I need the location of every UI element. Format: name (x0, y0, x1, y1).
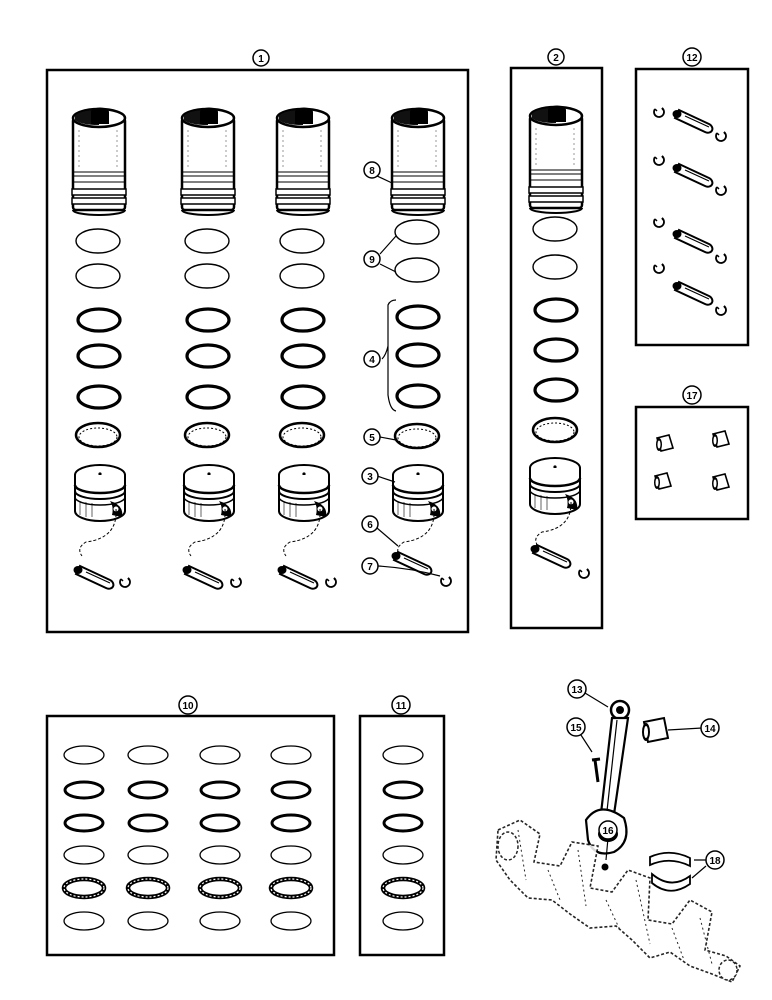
piston (391, 463, 445, 523)
bushing (655, 434, 674, 452)
kit-10-panel (45, 714, 336, 957)
callout-18: 18 (705, 850, 725, 870)
crankshaft (495, 819, 742, 984)
callout-leaders (374, 174, 707, 879)
cylinder-sleeve (527, 104, 585, 215)
bearing-inserts (649, 851, 691, 892)
piston (182, 463, 236, 523)
kit-1-column-1 (70, 106, 131, 590)
callout-15: 15 (566, 717, 586, 737)
cylinder-sleeve (389, 106, 447, 217)
callout-17-label: 17 (686, 391, 698, 402)
callout-11-label: 11 (396, 701, 407, 712)
callout-10-label: 10 (182, 701, 194, 712)
callout-2: 2 (547, 48, 565, 66)
callout-6: 6 (361, 515, 379, 533)
callout-11: 11 (391, 695, 411, 715)
callout-14: 14 (700, 718, 720, 738)
piston (277, 463, 331, 523)
kit-1-column-3 (274, 106, 337, 590)
callout-2-label: 2 (553, 53, 559, 64)
piston (73, 463, 127, 523)
callout-16: 16 (598, 820, 618, 840)
callout-10: 10 (178, 695, 198, 715)
bushing (653, 472, 672, 490)
callout-12: 12 (682, 47, 702, 67)
callout-16-label: 16 (602, 826, 614, 837)
callout-5-label: 5 (369, 433, 375, 444)
callout-4-label: 4 (369, 355, 375, 366)
callout-5: 5 (363, 428, 381, 446)
callout-15-label: 15 (570, 723, 582, 734)
callout-14-label: 14 (704, 724, 716, 735)
cylinder-sleeve (274, 106, 332, 217)
kit-11-panel (358, 714, 446, 957)
kit-2-column (527, 104, 590, 579)
callout-1-label: 1 (258, 54, 264, 65)
callout-3-label: 3 (367, 472, 373, 483)
kit-1-column-2 (179, 106, 242, 590)
callout-7: 7 (361, 557, 379, 575)
callout-1: 1 (252, 49, 270, 67)
callout-13-label: 13 (571, 685, 583, 696)
callout-9-label: 9 (369, 255, 375, 266)
callout-3: 3 (361, 467, 379, 485)
callout-8: 8 (363, 161, 381, 179)
callout-8-label: 8 (369, 166, 375, 177)
rod-nut (601, 863, 609, 871)
callout-9: 9 (363, 250, 381, 268)
rod-bolt (591, 757, 601, 783)
cylinder-sleeve (70, 106, 128, 217)
kit-12-panel (634, 67, 750, 347)
callout-7-label: 7 (367, 562, 373, 573)
callout-18-label: 18 (709, 856, 721, 867)
callout-4: 4 (363, 350, 381, 368)
piston-pin-bushing (642, 716, 670, 744)
bushing (711, 430, 730, 448)
callout-12-label: 12 (686, 53, 698, 64)
callout-13: 13 (567, 679, 587, 699)
kit-1-column-4 (389, 106, 452, 587)
piston (528, 456, 582, 516)
cylinder-sleeve (179, 106, 237, 217)
callout-6-label: 6 (367, 520, 373, 531)
callout-17: 17 (682, 385, 702, 405)
kit-17-panel (634, 405, 750, 521)
bushing (711, 473, 730, 491)
